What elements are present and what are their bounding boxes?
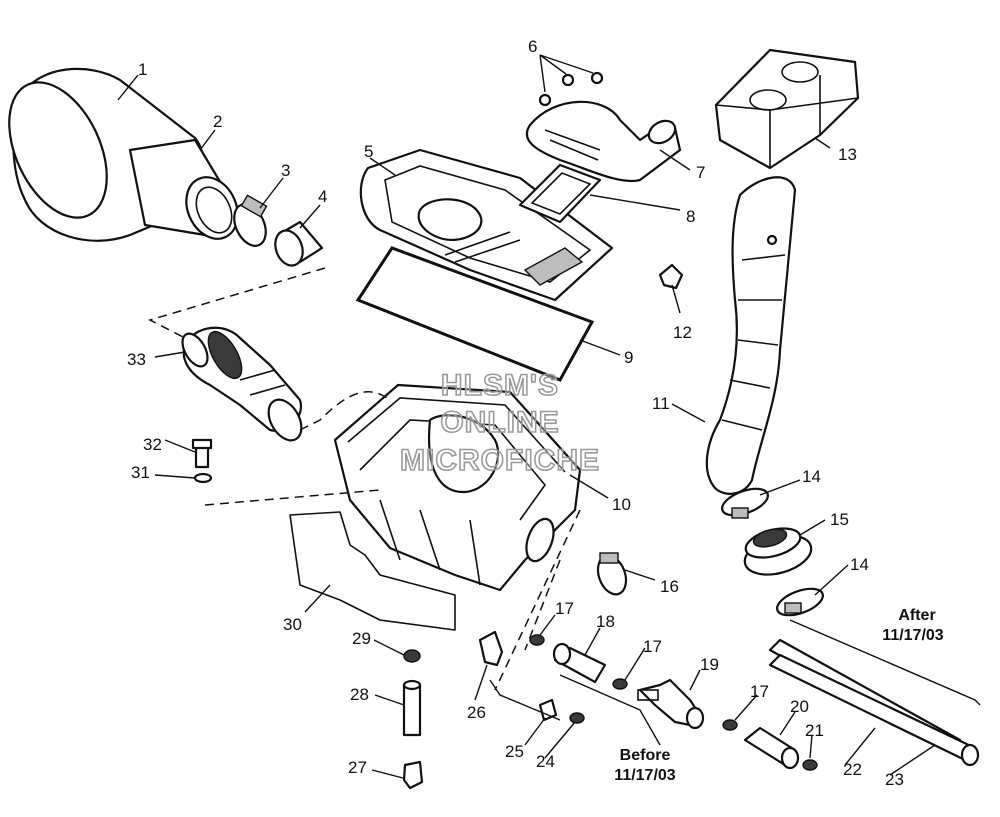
callout-27: 27 — [348, 758, 367, 777]
callout-25: 25 — [505, 742, 524, 761]
part-8-gasket — [518, 163, 602, 224]
callout-28: 28 — [350, 685, 369, 704]
callout-6: 6 — [528, 37, 537, 56]
part-31-washer — [193, 472, 213, 484]
callout-19: 19 — [700, 655, 719, 674]
part-32-bolt — [191, 438, 213, 469]
callout-31: 31 — [131, 463, 150, 482]
part-27-fitting — [402, 760, 424, 790]
part-14-clamp-upper — [721, 487, 769, 519]
callout-18: 18 — [596, 612, 615, 631]
date-notes: After 11/17/03 Before 11/17/03 — [614, 607, 944, 784]
part-26-bracket — [478, 630, 504, 667]
note-before-date: 11/17/03 — [614, 767, 676, 784]
callout-9: 9 — [624, 348, 633, 367]
callout-2: 2 — [213, 112, 222, 131]
callout-20: 20 — [790, 697, 809, 716]
part-19-check-valve — [637, 678, 705, 730]
part-6-screws — [538, 71, 604, 107]
note-before-label: Before — [620, 747, 671, 764]
part-29-clip — [403, 649, 421, 663]
part-13-foam-block — [714, 48, 860, 170]
callout-5: 5 — [364, 142, 373, 161]
part-18-hose — [552, 642, 607, 684]
part-20-hose — [743, 726, 800, 770]
callout-1: 1 — [138, 60, 147, 79]
part-5-airbox-lid — [359, 148, 614, 302]
callout-numbers: 1 2 3 4 5 6 7 8 9 10 11 12 13 14 14 15 1… — [127, 37, 904, 789]
callout-30: 30 — [283, 615, 302, 634]
callout-32: 32 — [143, 435, 162, 454]
note-brackets — [489, 619, 981, 746]
part-24-clip — [569, 712, 585, 724]
part-7-intake-duct — [525, 100, 682, 183]
note-after-date: 11/17/03 — [882, 627, 944, 644]
callout-21: 21 — [805, 721, 824, 740]
callout-14-upper: 14 — [802, 467, 821, 486]
callout-26: 26 — [467, 703, 486, 722]
assembly-lines — [147, 267, 581, 691]
part-33-intake-boot — [181, 326, 303, 442]
part-10-airbox — [333, 383, 582, 592]
part-3-clamp — [233, 194, 268, 247]
part-4-coupler — [274, 220, 324, 267]
callout-12: 12 — [673, 323, 692, 342]
part-25-plug — [538, 698, 558, 722]
callout-7: 7 — [696, 163, 705, 182]
callout-8: 8 — [686, 207, 695, 226]
part-15-coupler — [743, 527, 813, 576]
part-17-clip-c — [722, 719, 738, 731]
callout-15: 15 — [830, 510, 849, 529]
part-21-clip — [802, 759, 818, 771]
callout-29: 29 — [352, 629, 371, 648]
part-16-clamp — [596, 552, 628, 596]
callout-17-c: 17 — [750, 682, 769, 701]
part-12-clip — [658, 263, 684, 290]
callout-23: 23 — [885, 770, 904, 789]
callout-17-b: 17 — [643, 637, 662, 656]
callout-3: 3 — [281, 161, 290, 180]
part-2-filter-adapter — [128, 138, 239, 240]
callout-17-a: 17 — [555, 599, 574, 618]
callout-11: 11 — [652, 394, 670, 413]
leader-lines — [117, 54, 936, 779]
callout-22: 22 — [843, 760, 862, 779]
callout-4: 4 — [318, 187, 327, 206]
callout-16: 16 — [660, 577, 679, 596]
part-11-inlet-tube — [705, 176, 797, 495]
part-9-lid-seal — [355, 246, 595, 382]
part-23-tube — [768, 653, 980, 767]
part-28-tube — [402, 679, 422, 737]
callout-10: 10 — [612, 495, 631, 514]
watermark-line-1: HLSM'S — [441, 369, 559, 402]
note-after-label: After — [898, 607, 935, 624]
callout-33: 33 — [127, 350, 146, 369]
callout-13: 13 — [838, 145, 857, 164]
part-14-clamp-lower — [776, 587, 824, 617]
watermark: HLSM'S ONLINE MICROFICHE — [399, 368, 600, 478]
part-17-clip-a — [529, 634, 545, 646]
part-30-panel — [289, 511, 456, 631]
callout-24: 24 — [536, 752, 555, 771]
part-17-clip-b — [612, 678, 628, 690]
watermark-line-2: ONLINE — [440, 406, 559, 439]
callout-14-lower: 14 — [850, 555, 869, 574]
watermark-line-3: MICROFICHE — [400, 444, 600, 477]
